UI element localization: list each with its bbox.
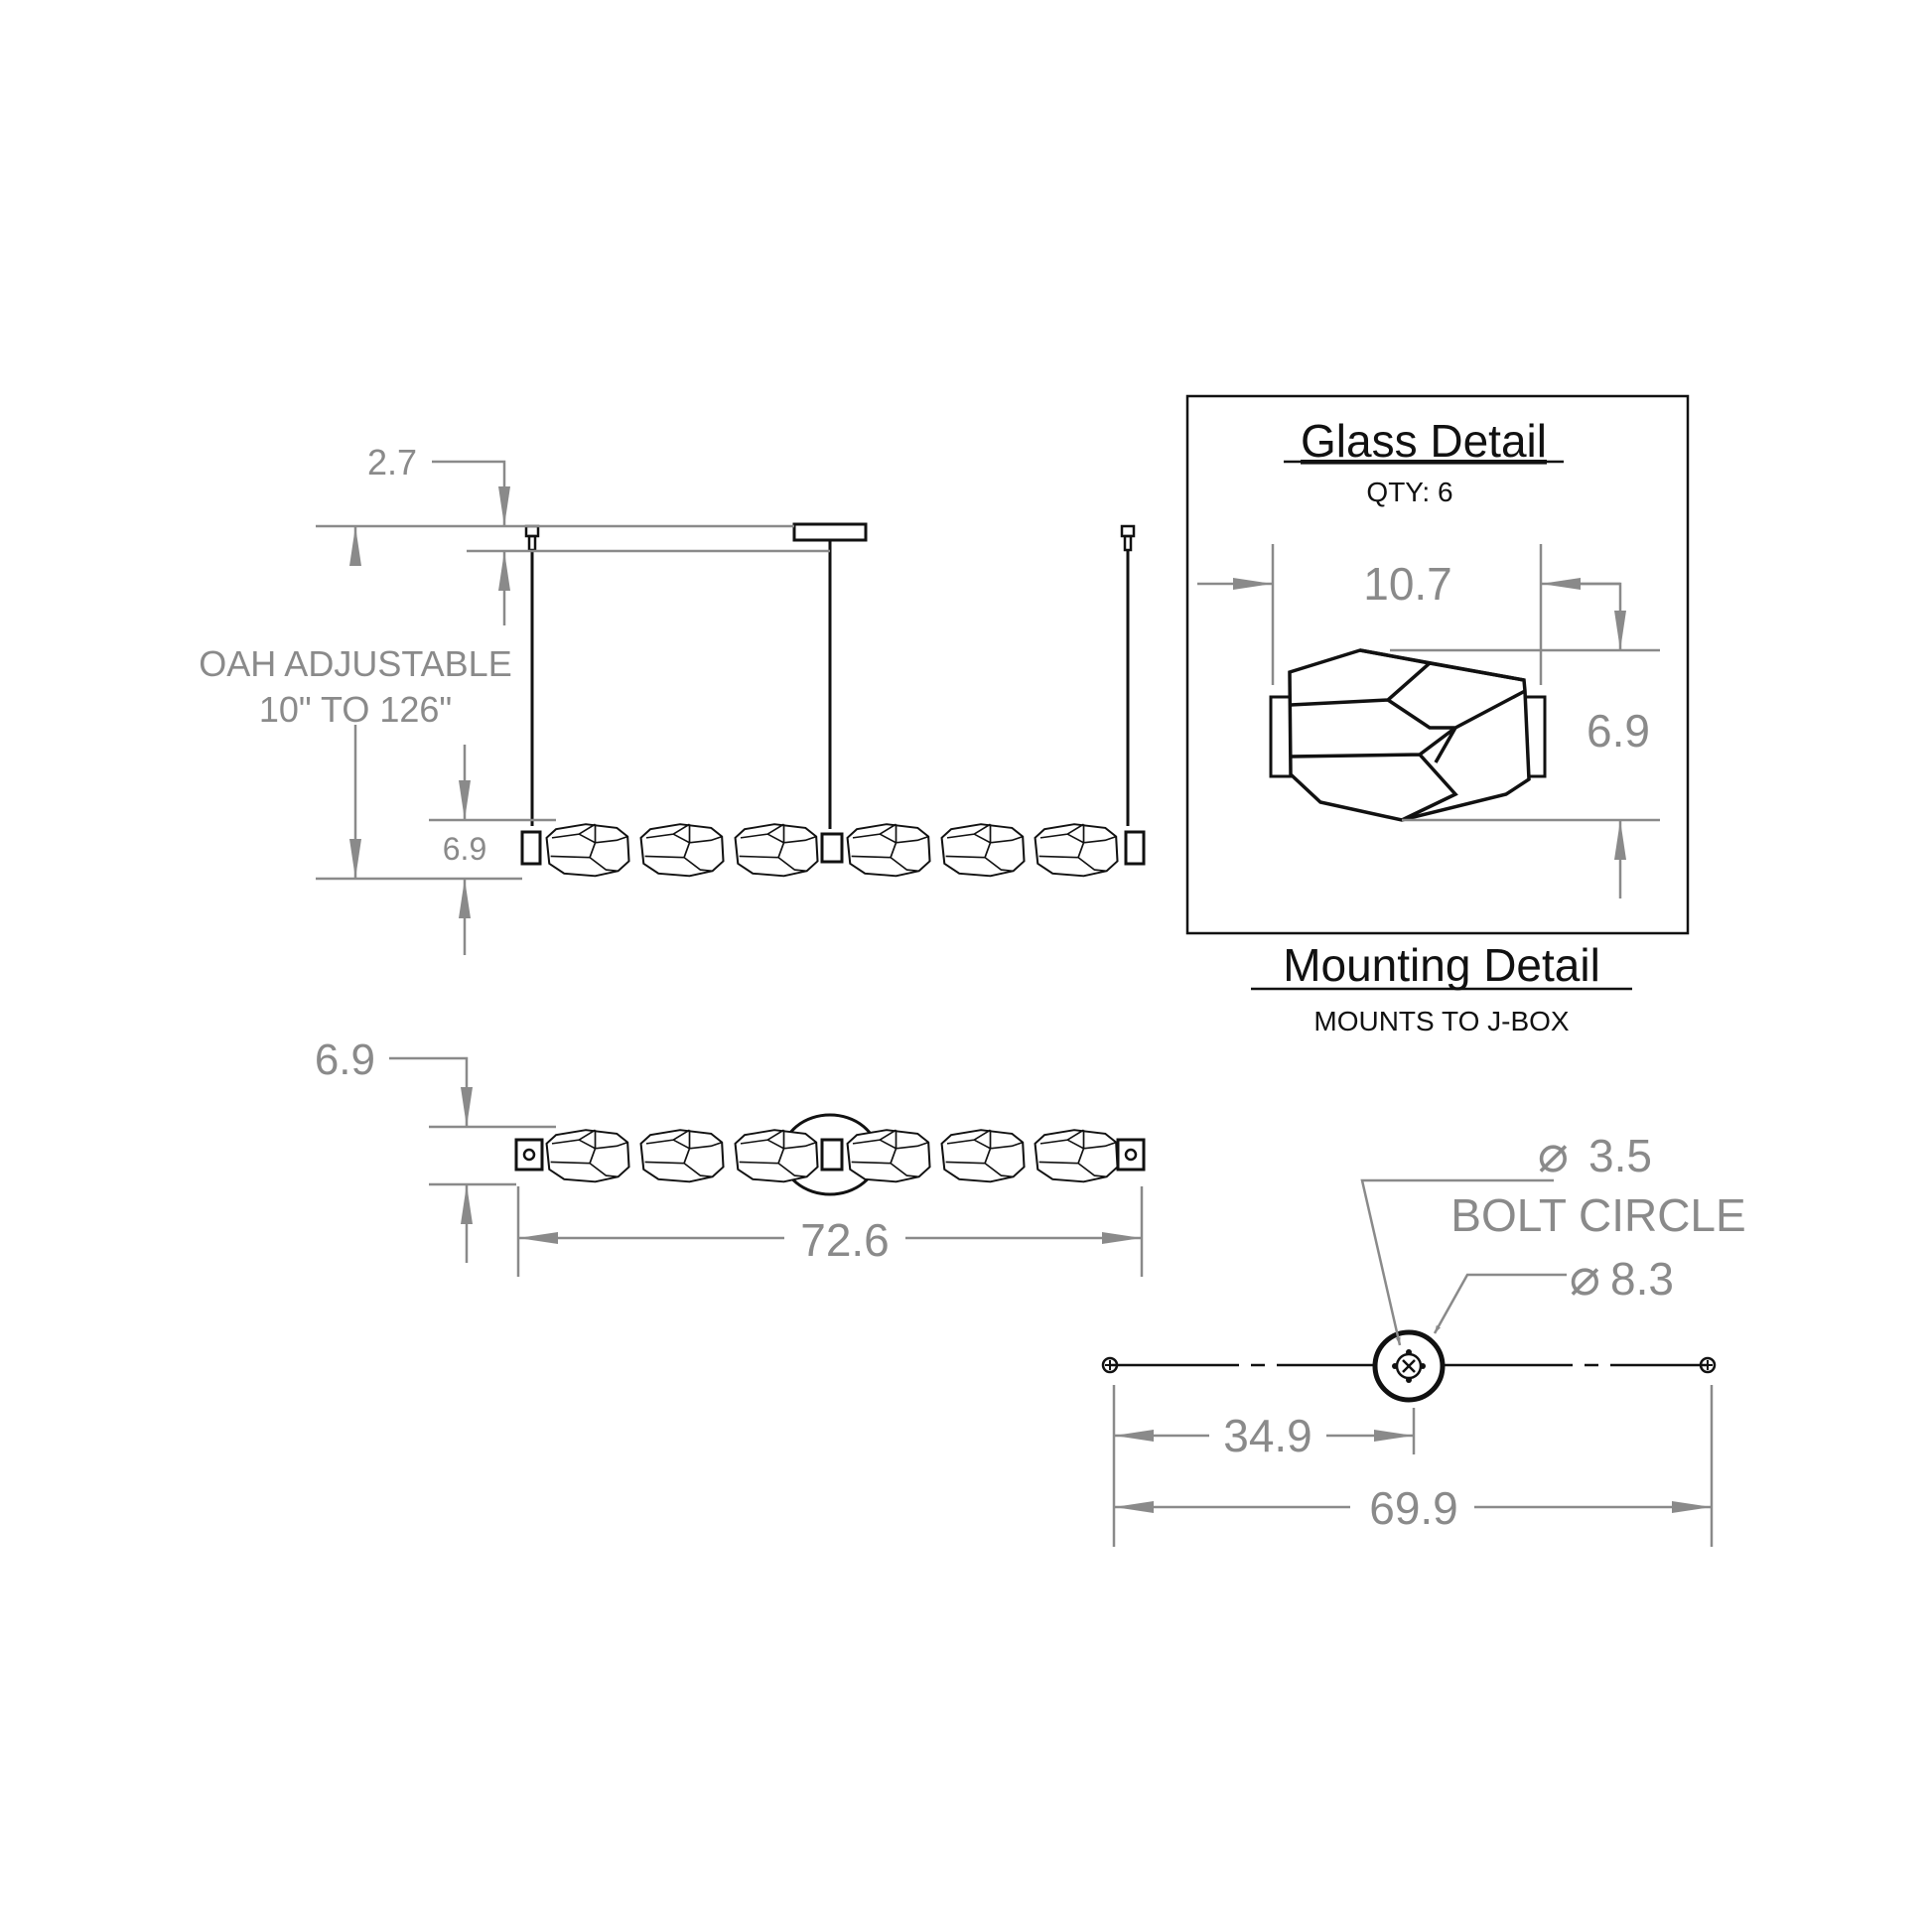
cable-right [1120,524,1136,826]
dim-glass-width-value: 10.7 [1363,558,1452,610]
mounting-detail-subtitle: MOUNTS TO J-BOX [1313,1006,1570,1036]
dim-plan-height-value: 6.9 [315,1035,375,1084]
dia-canopy-value: 8.3 [1610,1253,1674,1305]
oah-label-line2: 10" TO 126" [259,689,452,730]
dimension-oah: OAH ADJUSTABLE 10" TO 126" [199,526,522,881]
bolt-circle-label: BOLT CIRCLE [1450,1189,1745,1241]
dimension-canopy: 2.7 [316,442,830,625]
dim-half-value: 34.9 [1223,1410,1312,1461]
mount-point-left [1101,1356,1119,1374]
dim-full-value: 69.9 [1369,1482,1458,1534]
mounting-detail-title: Mounting Detail [1283,939,1600,991]
end-cap-left [520,830,542,866]
callout-bolt-circle: ⌀ 3.5 BOLT CIRCLE [1360,1126,1746,1346]
end-cap-right [1124,830,1146,866]
end-cap-right [1116,1138,1146,1172]
end-cap-left [514,1138,544,1172]
dimension-glass-height: 6.9 [429,745,556,955]
glass-detail-frame [1185,394,1690,935]
glass-element [1034,823,1119,878]
callout-canopy-diameter: ⌀ 8.3 [1433,1249,1674,1334]
glass-element [734,823,819,878]
glass-element [940,823,1026,878]
center-connector [820,1138,844,1172]
glass-element [545,823,630,878]
dimension-full-span: 69.9 [1114,1385,1714,1547]
glass-element [545,1129,630,1183]
glass-element-large [1269,648,1547,822]
dim-canopy-value: 2.7 [367,442,417,483]
dimension-plan-height: 6.9 [315,1035,556,1263]
glass-detail-title: Glass Detail [1301,415,1547,467]
end-hole-right [1124,1148,1138,1162]
end-hole-left [522,1148,536,1162]
cable-left [524,524,540,826]
center-connector [820,832,844,864]
glass-element [734,1129,819,1183]
glass-element [940,1129,1026,1183]
dimension-half-span: 34.9 [1112,1385,1416,1547]
glass-element [639,1129,725,1183]
glass-element [846,823,931,878]
mount-canopy [1372,1329,1446,1403]
canopy-center [792,522,868,829]
dim-plan-length-value: 72.6 [800,1214,890,1266]
glass-element [1034,1129,1119,1183]
oah-label-line1: OAH ADJUSTABLE [199,643,511,684]
mounting-detail: Mounting Detail MOUNTS TO J-BOX ⌀ 3.5 BO… [1101,939,1746,1547]
diameter-symbol-icon: ⌀ [1570,1249,1600,1307]
dimension-glass-height-detail: 6.9 [1390,582,1660,898]
glass-detail-qty: QTY: 6 [1366,477,1452,507]
dimension-plan-length: 72.6 [516,1186,1144,1277]
plan-view: 6.9 72.6 [315,1035,1146,1277]
glass-element [639,823,725,878]
mount-point-right [1699,1356,1717,1374]
dim-glass-height-detail-value: 6.9 [1587,705,1650,757]
glass-element [846,1129,931,1183]
elevation-view: 2.7 OAH ADJUSTABLE 10" TO 126" 6.9 [199,442,1146,955]
dia-bolt-value: 3.5 [1588,1130,1652,1181]
glass-detail: Glass Detail QTY: 6 10.7 6.9 [1185,394,1690,935]
diameter-symbol-icon: ⌀ [1538,1126,1569,1183]
dim-glass-height-value: 6.9 [443,831,486,867]
